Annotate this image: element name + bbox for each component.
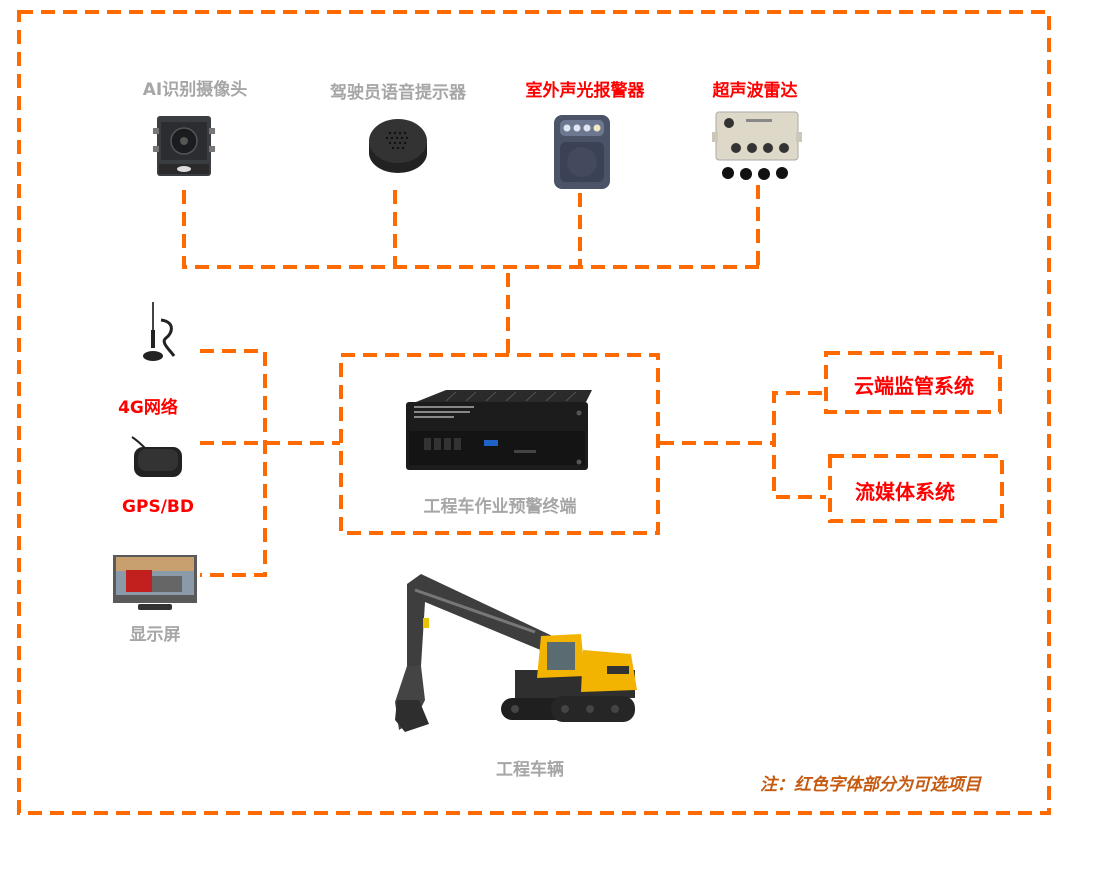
terminal-border [339,353,660,535]
streaming-system-border [828,454,1004,523]
device-label-gps: GPS/BD [122,497,194,517]
camera-icon [153,114,215,184]
radar-icon [712,110,802,188]
cloud-system-border [824,351,1002,414]
device-label-voice-prompter: 驾驶员语音提示器 [330,83,466,103]
monitor-icon [112,554,198,616]
vehicle-label: 工程车辆 [496,760,564,780]
device-label-camera: AI识别摄像头 [142,80,248,100]
device-label-ultrasonic-radar: 超声波雷达 [712,81,798,101]
excavator-icon [385,570,645,740]
gps-icon [128,433,188,485]
line-right-bus [772,391,826,499]
terminal-box-icon [406,388,594,480]
system-label-streaming: 流媒体系统 [855,480,955,504]
outer-border [17,10,1051,815]
device-label-4g: 4G网络 [118,398,178,418]
line-4g [200,349,267,577]
line-camera [182,190,760,269]
legend-note: 注：红色字体部分为可选项目 [760,775,981,795]
device-label-display: 显示屏 [129,625,181,645]
system-label-cloud: 云端监管系统 [854,374,974,398]
antenna-icon [136,300,180,368]
terminal-label: 工程车作业预警终端 [423,497,577,517]
device-label-outdoor-alarm: 室外声光报警器 [525,81,645,101]
alarm-icon [553,114,611,194]
speaker-icon [368,115,428,179]
